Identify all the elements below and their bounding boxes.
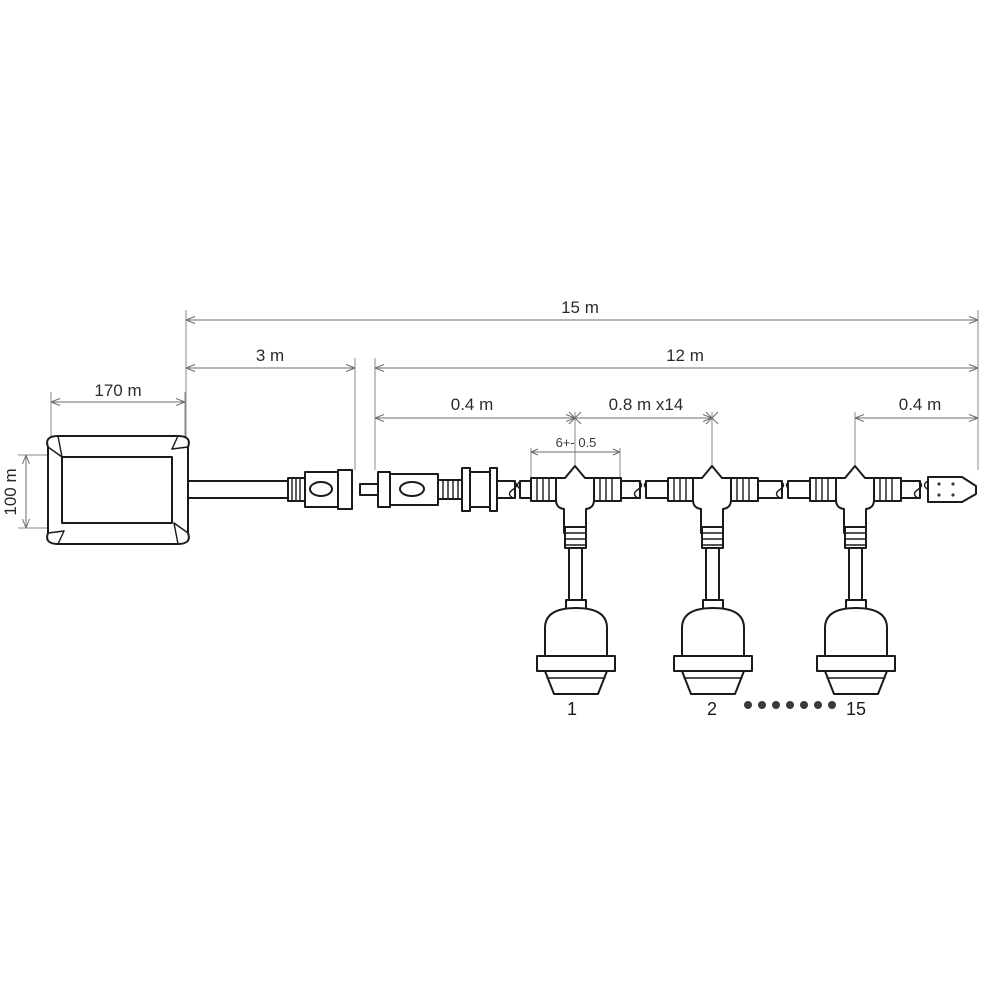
tee-branch-connector-3: [787, 465, 921, 604]
label-lamp-pitch: 0.8 m x14: [609, 395, 684, 414]
tee-branch-connector-2: [645, 465, 783, 604]
lamp-ellipsis-dots: [744, 701, 836, 709]
waterproof-inline-connector-1: [287, 469, 353, 510]
e27-lamp-holder-2: [673, 599, 753, 695]
dimension-pitch-0-8m-x14: [575, 411, 719, 470]
lamp-number-15: 15: [846, 699, 866, 719]
e27-lamp-holder-15: [816, 599, 896, 695]
e27-lamp-holder-1: [536, 599, 616, 695]
lamp-number-1: 1: [567, 699, 577, 719]
label-first-spacing: 0.4 m: [451, 395, 494, 414]
label-housing-width: 170 m: [94, 381, 141, 400]
dimension-housing-height-100m: [18, 454, 48, 529]
label-connector-tolerance: 6+- 0.5: [556, 435, 597, 450]
dimension-lead-3m: [185, 330, 356, 470]
male-plug-connector: [359, 467, 516, 512]
label-lamp-section: 12 m: [666, 346, 704, 365]
label-last-spacing: 0.4 m: [899, 395, 942, 414]
label-housing-height: 100 m: [1, 468, 20, 515]
led-driver-housing: [46, 435, 291, 545]
dimension-first-spacing-0-4m: [374, 378, 582, 470]
label-lead-cable: 3 m: [256, 346, 284, 365]
dimension-last-spacing-0-4m: [854, 412, 979, 470]
cable-end-cap: [927, 476, 977, 503]
lamp-number-2: 2: [707, 699, 717, 719]
label-total-length: 15 m: [561, 298, 599, 317]
tee-branch-connector-1: [519, 465, 641, 604]
dimension-lamp-section-12m: [374, 358, 979, 470]
